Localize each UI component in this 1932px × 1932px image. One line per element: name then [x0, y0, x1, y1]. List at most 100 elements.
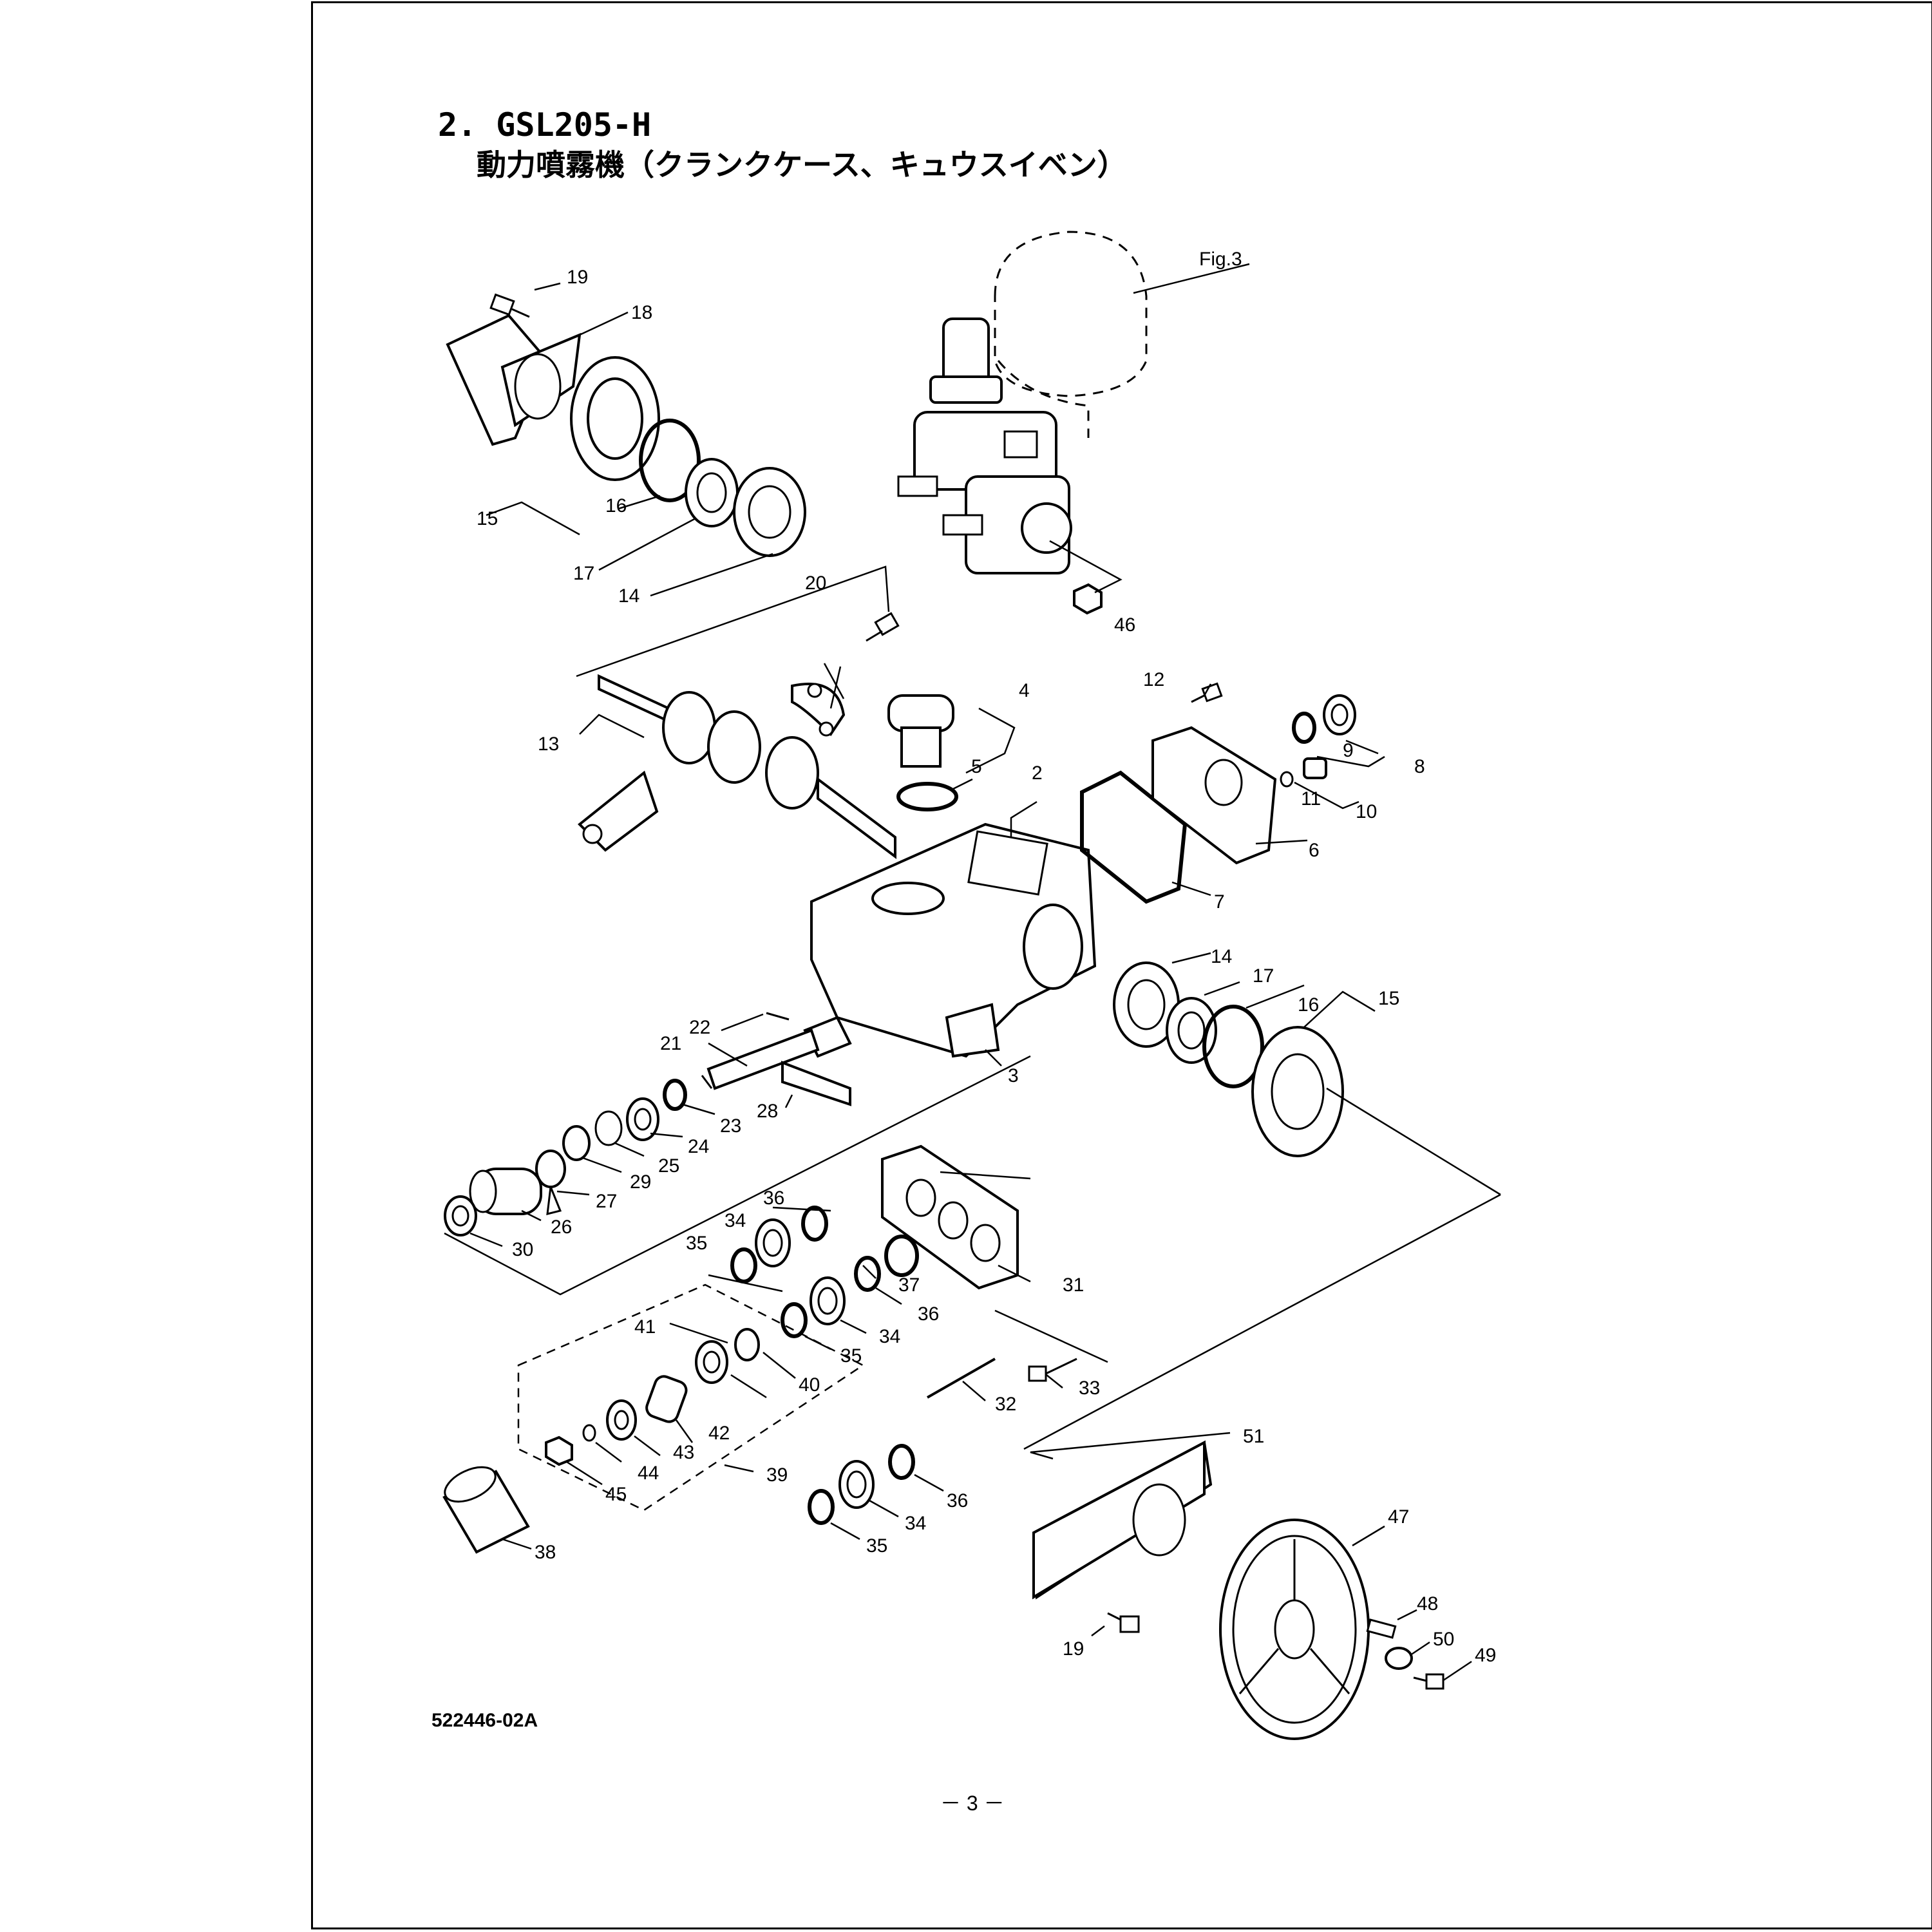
part-31-manifold [881, 1144, 1019, 1290]
callout-2: 2 [1032, 762, 1043, 784]
part-41-valve-seat [695, 1340, 728, 1384]
part-14-bearing-lower [1113, 961, 1180, 1048]
valve-assembly [897, 317, 1072, 574]
callout-36b: 36 [918, 1303, 939, 1325]
callout-15: 15 [477, 508, 498, 529]
part-37-oring [884, 1235, 919, 1277]
part-36-oring-c [888, 1444, 915, 1480]
part-7-gasket [1080, 770, 1188, 904]
part-42-sleeve [645, 1375, 688, 1423]
title-model: 2. GSL205-H [438, 106, 652, 144]
callout-33: 33 [1079, 1378, 1100, 1399]
callout-labels: 19 18 15 16 17 14 20 46 13 4 5 2 12 9 8 … [477, 267, 1496, 1666]
callout-41: 41 [634, 1316, 656, 1338]
part-36-oring-b [854, 1256, 881, 1292]
page-number: － 3 － [940, 1792, 1005, 1815]
part-23-ring [663, 1079, 687, 1111]
part-6-cover [1151, 726, 1277, 865]
callout-31: 31 [1063, 1274, 1084, 1296]
part-47-pulley [1219, 1519, 1370, 1740]
part-22-pin [766, 1012, 790, 1021]
callout-51: 51 [1243, 1426, 1264, 1447]
callout-13: 13 [538, 734, 559, 755]
part-26-plunger [469, 1168, 542, 1215]
callout-9: 9 [1343, 740, 1354, 761]
part-34-valve-b [810, 1276, 846, 1325]
part-11-washer [1280, 771, 1294, 788]
part-50-washer [1385, 1647, 1413, 1670]
callout-46: 46 [1114, 614, 1135, 636]
callout-35b: 35 [840, 1345, 862, 1367]
callout-12: 12 [1143, 669, 1164, 690]
part-10-plug [1303, 757, 1327, 779]
callout-18: 18 [631, 302, 652, 323]
part-28-bracket [781, 1061, 851, 1106]
part-16-oring-lower [1202, 1005, 1264, 1088]
callout-3: 3 [1008, 1065, 1019, 1086]
callout-20: 20 [805, 573, 826, 594]
callout-26: 26 [551, 1217, 572, 1238]
part-21-plunger-rod [701, 1016, 852, 1090]
part-45-nut [545, 1435, 573, 1466]
callout-30: 30 [512, 1239, 533, 1260]
part-38-hose [442, 1466, 530, 1554]
part-20-bolt [866, 612, 900, 642]
callout-45: 45 [605, 1484, 627, 1505]
callout-38: 38 [535, 1542, 556, 1563]
callout-50: 50 [1433, 1629, 1454, 1650]
part-14-bearing-upper [733, 467, 806, 557]
callout-24: 24 [688, 1136, 709, 1157]
callout-14: 14 [618, 585, 639, 607]
part-34-valve-c [838, 1460, 875, 1509]
part-51-plate [1032, 1440, 1213, 1600]
callout-44: 44 [638, 1463, 659, 1484]
callout-19: 19 [567, 267, 588, 288]
part-15-bearing-housing-lower [1251, 1026, 1344, 1157]
callout-15b: 15 [1378, 988, 1399, 1009]
callout-36c: 36 [947, 1490, 968, 1511]
part-40-washer [734, 1328, 760, 1361]
part-27-retainer [535, 1150, 566, 1215]
callout-17: 17 [573, 563, 594, 584]
callout-10: 10 [1356, 801, 1377, 822]
callout-14b: 14 [1211, 946, 1232, 967]
callout-47: 47 [1388, 1506, 1409, 1528]
part-43-strainer [606, 1399, 637, 1441]
part-8-plug [1323, 694, 1356, 735]
part-9-washer [1292, 712, 1316, 744]
callout-48: 48 [1417, 1593, 1438, 1615]
callout-19b: 19 [1063, 1638, 1084, 1660]
callout-6: 6 [1309, 840, 1320, 861]
callout-36a: 36 [763, 1188, 784, 1209]
part-32-stud [927, 1358, 996, 1399]
callout-29: 29 [630, 1171, 651, 1193]
part-33-bolt [1028, 1358, 1077, 1382]
callout-11: 11 [1301, 788, 1321, 810]
part-4-oil-cap [887, 694, 954, 768]
part-20-connecting-rod [791, 683, 846, 737]
callout-5: 5 [971, 756, 982, 777]
part-25-ring [594, 1110, 623, 1146]
callout-27: 27 [596, 1191, 617, 1212]
part-35-oring-b [781, 1302, 808, 1338]
leader-lines [444, 263, 1501, 1682]
callout-49: 49 [1475, 1645, 1496, 1666]
air-chamber-fig3 [994, 231, 1148, 438]
document-code: 522446-02A [431, 1710, 538, 1731]
part-5-oring [896, 782, 958, 811]
title-description: 動力噴霧機（クランクケース、キュウスイベン） [477, 147, 1127, 182]
figure-reference: Fig.3 [1199, 249, 1242, 270]
callout-17b: 17 [1253, 965, 1274, 987]
callout-39: 39 [766, 1464, 788, 1486]
callout-23: 23 [720, 1115, 741, 1137]
part-17-bearing-upper [685, 458, 739, 527]
part-39-suction-assembly-box [517, 1283, 865, 1511]
part-44-clip [582, 1424, 596, 1442]
part-36-oring-a [801, 1206, 828, 1242]
part-19-bolt-upper [489, 293, 530, 318]
connecting-rod-lower [578, 770, 659, 852]
callout-35a: 35 [686, 1233, 707, 1254]
callout-28: 28 [757, 1101, 778, 1122]
callout-32: 32 [995, 1394, 1016, 1415]
callout-8: 8 [1414, 756, 1425, 777]
